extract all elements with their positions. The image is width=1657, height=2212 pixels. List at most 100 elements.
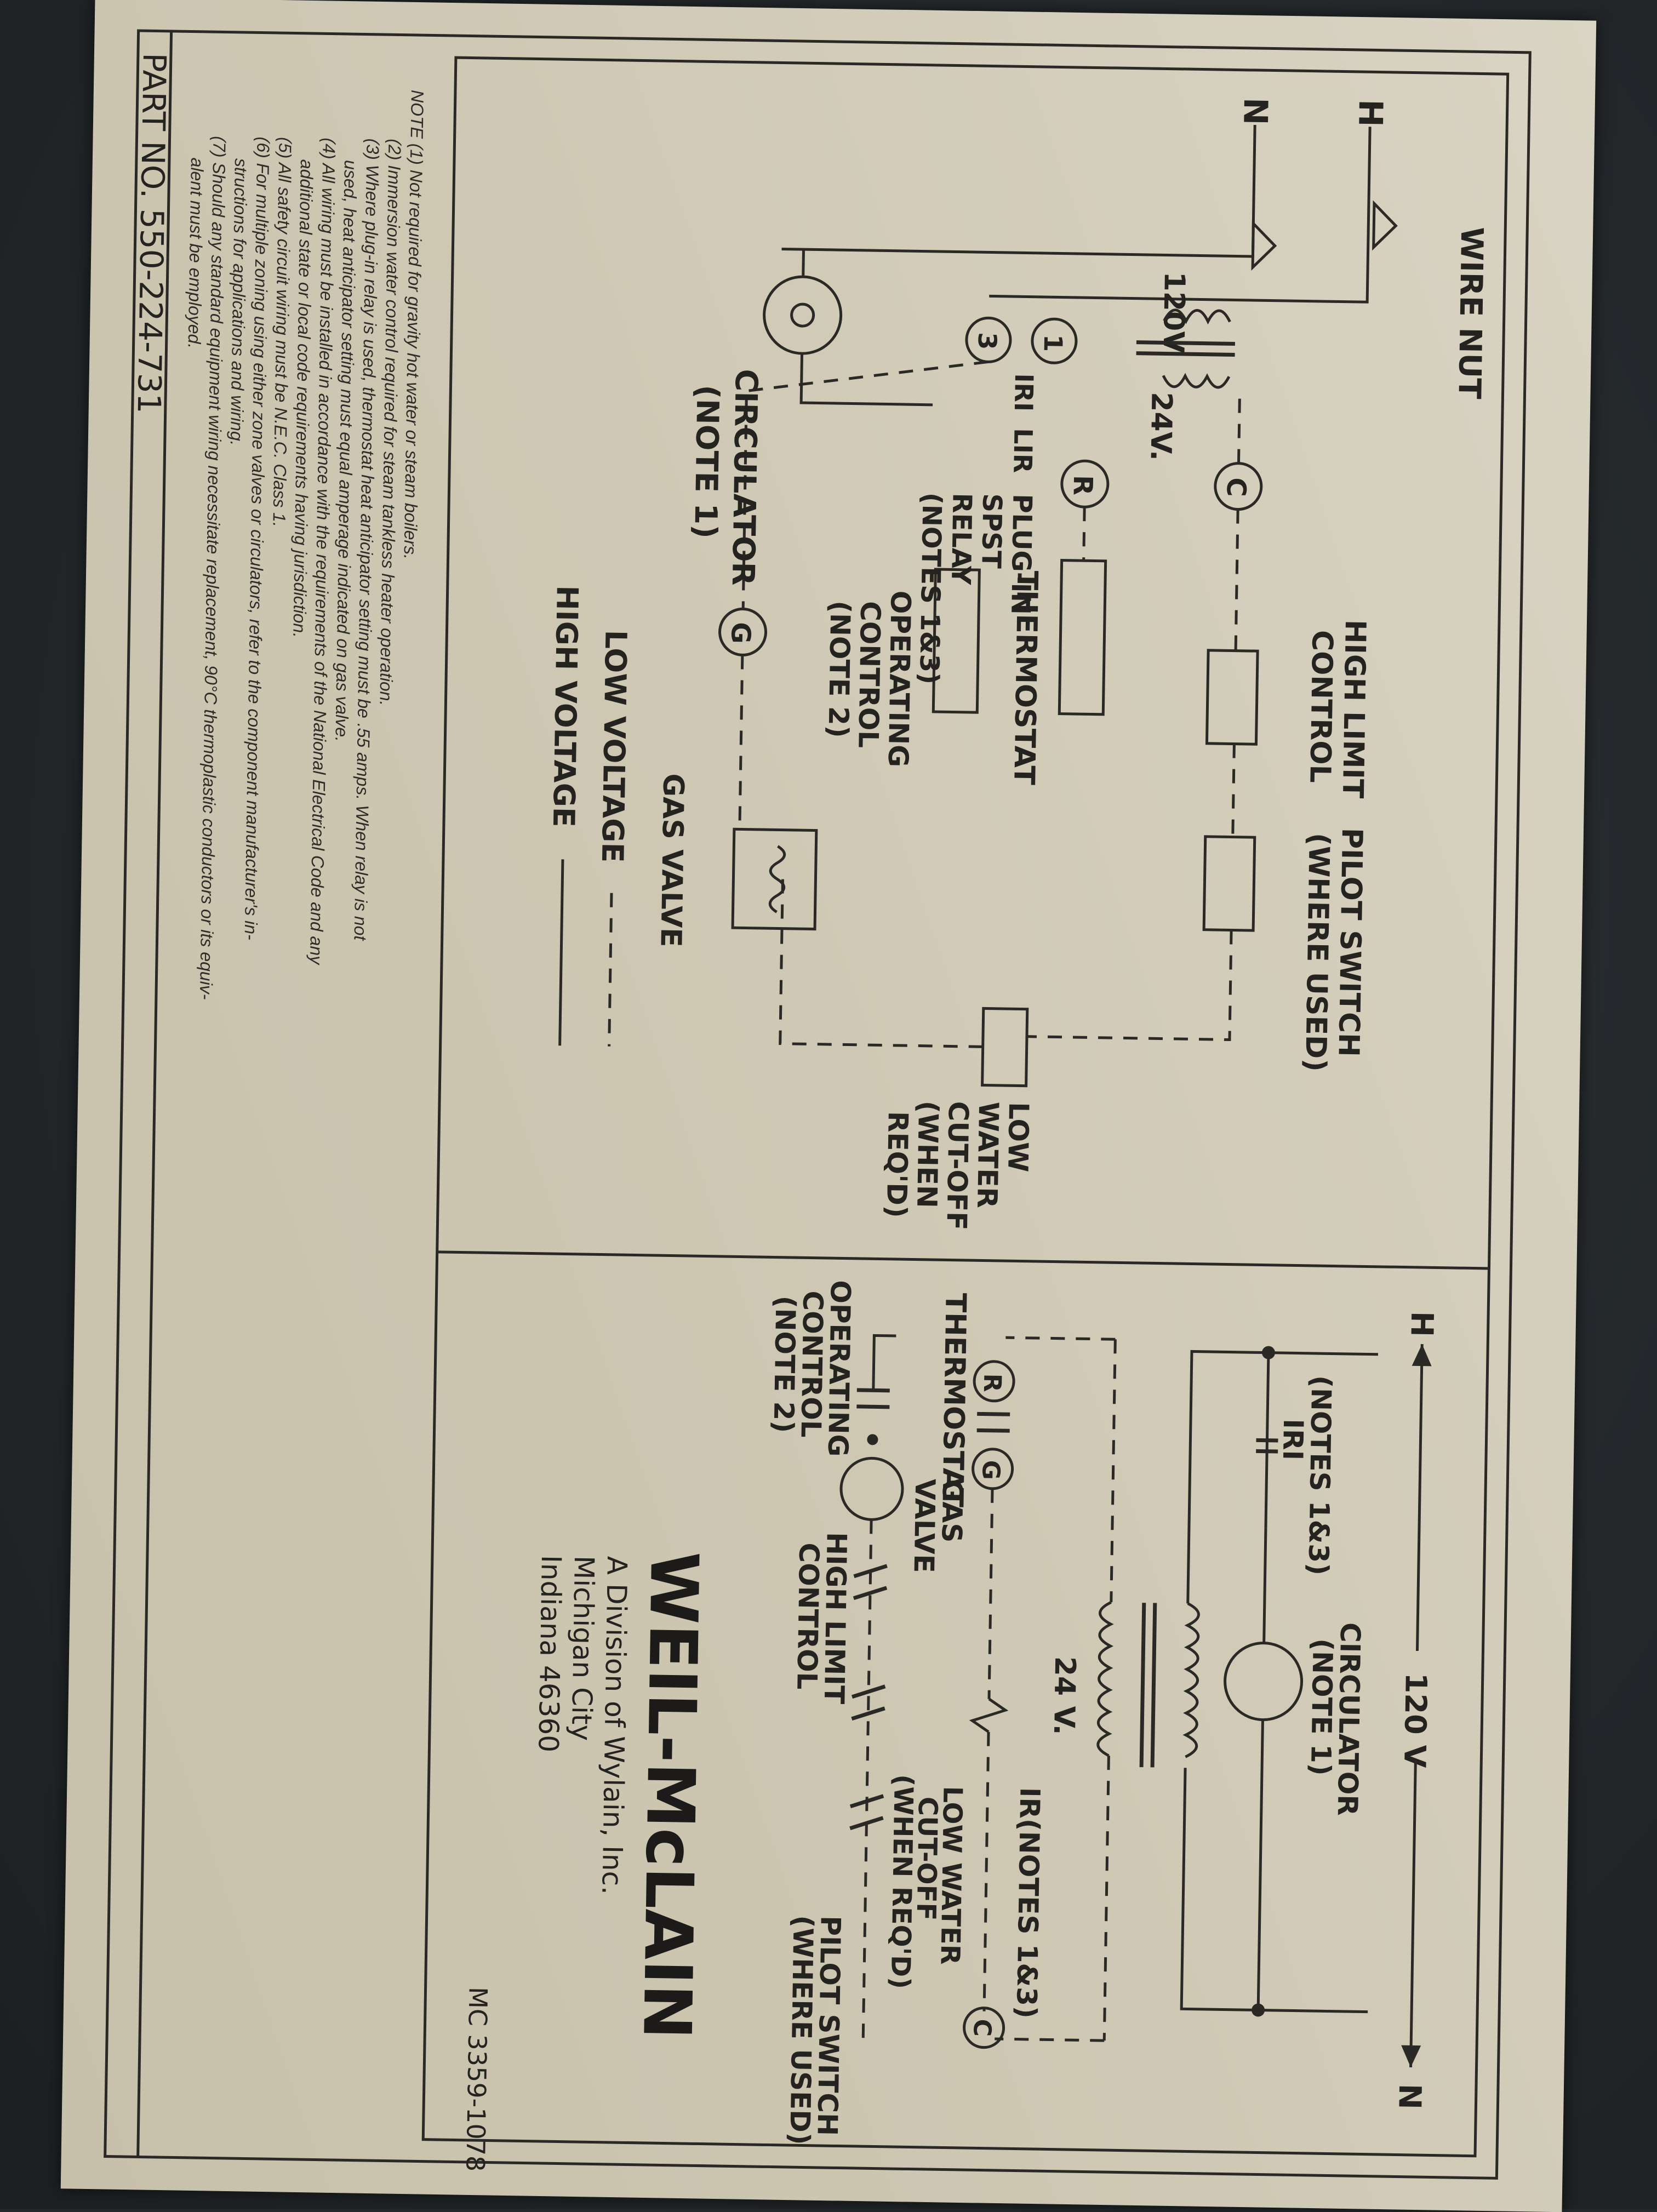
right-junction-3 bbox=[867, 1434, 878, 1445]
c-to-highlimit bbox=[1234, 509, 1239, 651]
low-voltage-label: LOW VOLTAGE bbox=[595, 630, 633, 863]
note-line-10: alent must be employed. bbox=[185, 157, 207, 348]
lir-label: LIR bbox=[1008, 428, 1038, 473]
state-label: Indiana 46360 bbox=[532, 1555, 567, 1753]
n-label: N bbox=[1236, 97, 1275, 125]
lwco-label-1: LOW bbox=[1002, 1102, 1035, 1173]
low-voltage-legend-line bbox=[608, 893, 613, 1047]
right-iri: IRI bbox=[1277, 1419, 1309, 1461]
note-line-6: (5) All safety circuit wiring must be N.… bbox=[269, 137, 295, 527]
right-xfmr-primary-wire-2 bbox=[1180, 1768, 1259, 2012]
wiring-label-sheet: WIRE NUT H N 120V 24V. C bbox=[60, 0, 1597, 2212]
paper-label: WIRE NUT H N 120V 24V. C bbox=[60, 0, 1597, 2212]
v24-label: 24V. bbox=[1144, 392, 1178, 461]
circulator-label-2: (NOTE 1) bbox=[687, 385, 725, 539]
gas-valve-box bbox=[731, 827, 818, 931]
right-notes13: (NOTES 1&3) bbox=[1302, 1375, 1338, 1576]
terminal-c-label: C bbox=[1221, 477, 1252, 497]
right-n-label: N bbox=[1391, 2083, 1427, 2110]
right-g-wire bbox=[987, 1488, 994, 1699]
terminal-3-label: 3 bbox=[973, 332, 1002, 350]
high-limit-switch bbox=[1205, 649, 1259, 746]
right-24v-label: 24 V. bbox=[1047, 1656, 1081, 1735]
right-lwco-label-3: (WHEN REQ'D) bbox=[885, 1774, 919, 1990]
right-circulator bbox=[1224, 1642, 1304, 1722]
relay-label-4: (NOTES 1&3) bbox=[913, 492, 947, 684]
terminal-1 bbox=[1031, 317, 1078, 364]
relay-to-g bbox=[741, 360, 989, 609]
right-pilot-label-2: (WHERE USED) bbox=[784, 1915, 819, 2145]
right-lwco-contact bbox=[851, 1684, 886, 1721]
right-high-limit-label-2: CONTROL bbox=[791, 1542, 825, 1690]
part-divider bbox=[136, 31, 173, 2157]
right-terminal-r bbox=[973, 1360, 1015, 1403]
right-thermostat-label: THERMOSTAT bbox=[935, 1293, 972, 1507]
right-h-line bbox=[1415, 1344, 1424, 1651]
right-xfmr-primary bbox=[1182, 1602, 1200, 1758]
terminal-1-label: 1 bbox=[1038, 334, 1068, 352]
right-thermostat-contact-2 bbox=[976, 1428, 1010, 1433]
city-label: Michigan City bbox=[565, 1556, 600, 1741]
right-c-wire bbox=[982, 1731, 990, 2011]
lwco-label-4: (WHEN bbox=[911, 1100, 944, 1208]
part-number: PART NO. 550-224-731 bbox=[130, 53, 173, 414]
center-divider bbox=[437, 1250, 1489, 1270]
relay-label-2: SPST bbox=[975, 493, 1007, 569]
thermostat-box bbox=[1058, 559, 1107, 716]
v120-label: 120V bbox=[1157, 271, 1191, 353]
operating-label-3: (NOTE 2) bbox=[822, 601, 856, 738]
right-120v-label: 120 V bbox=[1397, 1672, 1433, 1768]
right-relay-contact bbox=[1256, 1438, 1278, 1443]
hl-to-pilot bbox=[1231, 744, 1236, 837]
c-wire bbox=[1237, 398, 1241, 464]
gas-valve-label: GAS VALVE bbox=[654, 773, 689, 947]
high-limit-label-1: HIGH LIMIT bbox=[1336, 620, 1372, 799]
note-line-8: structions for applications and wiring. bbox=[227, 158, 251, 446]
neutral-line bbox=[781, 124, 1256, 258]
right-terminal-r-label: R bbox=[978, 1373, 1007, 1392]
gas-valve-coil bbox=[768, 845, 786, 913]
high-limit-label-2: CONTROL bbox=[1303, 630, 1338, 784]
right-junction-2 bbox=[1252, 2003, 1265, 2017]
division-label: A Division of Wylain, Inc. bbox=[596, 1556, 633, 1895]
right-pilot-label-1: PILOT SWITCH bbox=[811, 1916, 846, 2136]
right-terminal-g-label: G bbox=[976, 1460, 1005, 1480]
right-ir-notes: IR(NOTES 1&3) bbox=[1010, 1787, 1046, 2019]
iri-label: IRI bbox=[1009, 373, 1039, 411]
right-operating-label-2: CONTROL bbox=[795, 1290, 828, 1438]
relay-label-1: PLUG-IN bbox=[1005, 494, 1037, 615]
r-wire bbox=[1082, 507, 1086, 561]
right-h-arrow bbox=[1412, 1344, 1432, 1367]
pilot-to-lwco bbox=[1026, 930, 1233, 1042]
right-series-wire bbox=[861, 1519, 873, 2048]
operating-control-box bbox=[932, 568, 981, 714]
transformer-core bbox=[1136, 340, 1235, 346]
right-24v-wire-1 bbox=[1110, 1339, 1117, 1603]
operating-label-2: CONTROL bbox=[852, 601, 886, 748]
right-xfmr-core-2 bbox=[1139, 1603, 1146, 1768]
right-n-arrow bbox=[1401, 2045, 1421, 2067]
circ-neutral-wire bbox=[802, 249, 805, 277]
circ-relay-wire bbox=[799, 353, 933, 407]
high-voltage-label: HIGH VOLTAGE bbox=[546, 585, 585, 827]
right-high-limit-contact bbox=[853, 1564, 888, 1601]
right-pilot-contact bbox=[849, 1794, 884, 1831]
low-water-cutoff-box bbox=[981, 1007, 1029, 1088]
right-op-contact bbox=[856, 1388, 890, 1393]
right-24v-wire-4 bbox=[995, 2037, 1105, 2042]
pilot-switch-label-2: (WHERE USED) bbox=[1299, 833, 1335, 1072]
right-h-label: H bbox=[1403, 1311, 1439, 1338]
right-24v-wire-3 bbox=[1005, 1336, 1116, 1341]
transformer-primary bbox=[1163, 308, 1231, 325]
diagram-frame bbox=[421, 56, 1510, 2158]
transformer-core-2 bbox=[1136, 351, 1235, 357]
right-xfmr-secondary bbox=[1096, 1601, 1114, 1757]
terminal-r-label: R bbox=[1067, 475, 1099, 496]
wire-nut-triangle-2 bbox=[1251, 220, 1277, 271]
lwco-to-gasvalve bbox=[779, 873, 983, 1048]
pilot-switch bbox=[1202, 835, 1256, 932]
right-lwco-label-2: CUT-OFF bbox=[911, 1797, 944, 1921]
right-gas-label-2: VALVE bbox=[908, 1478, 941, 1573]
right-gas-valve-symbol bbox=[839, 1456, 904, 1521]
